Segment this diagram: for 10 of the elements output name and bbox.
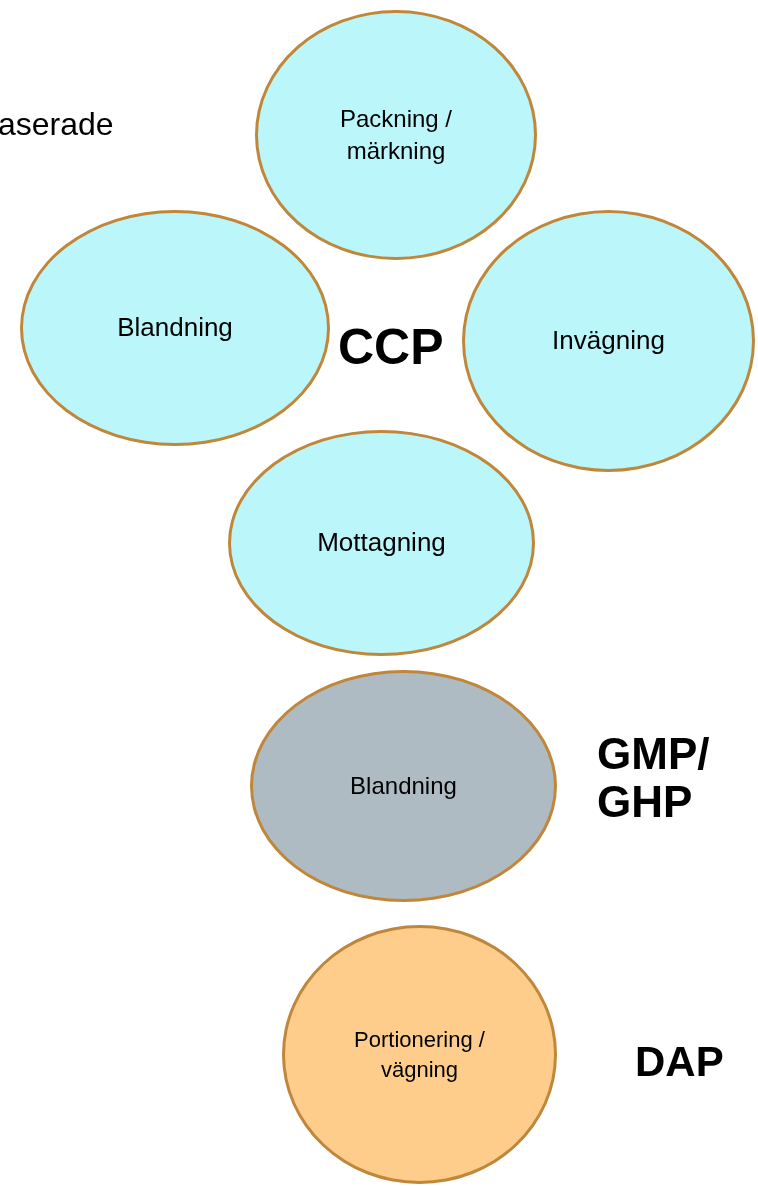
category-label: DAP <box>635 1037 724 1087</box>
category-label: GMP/ GHP <box>597 730 711 827</box>
node-label: Blandning <box>117 311 233 345</box>
node-label: Mottagning <box>317 526 446 560</box>
category-label: aserade <box>0 105 114 144</box>
category-label: CCP <box>338 318 444 377</box>
node-label: Packning / märkning <box>338 103 454 166</box>
node-label: Portionering / vägning <box>353 1025 486 1084</box>
node-label: Invägning <box>552 324 665 358</box>
node-label: Blandning <box>350 770 457 801</box>
